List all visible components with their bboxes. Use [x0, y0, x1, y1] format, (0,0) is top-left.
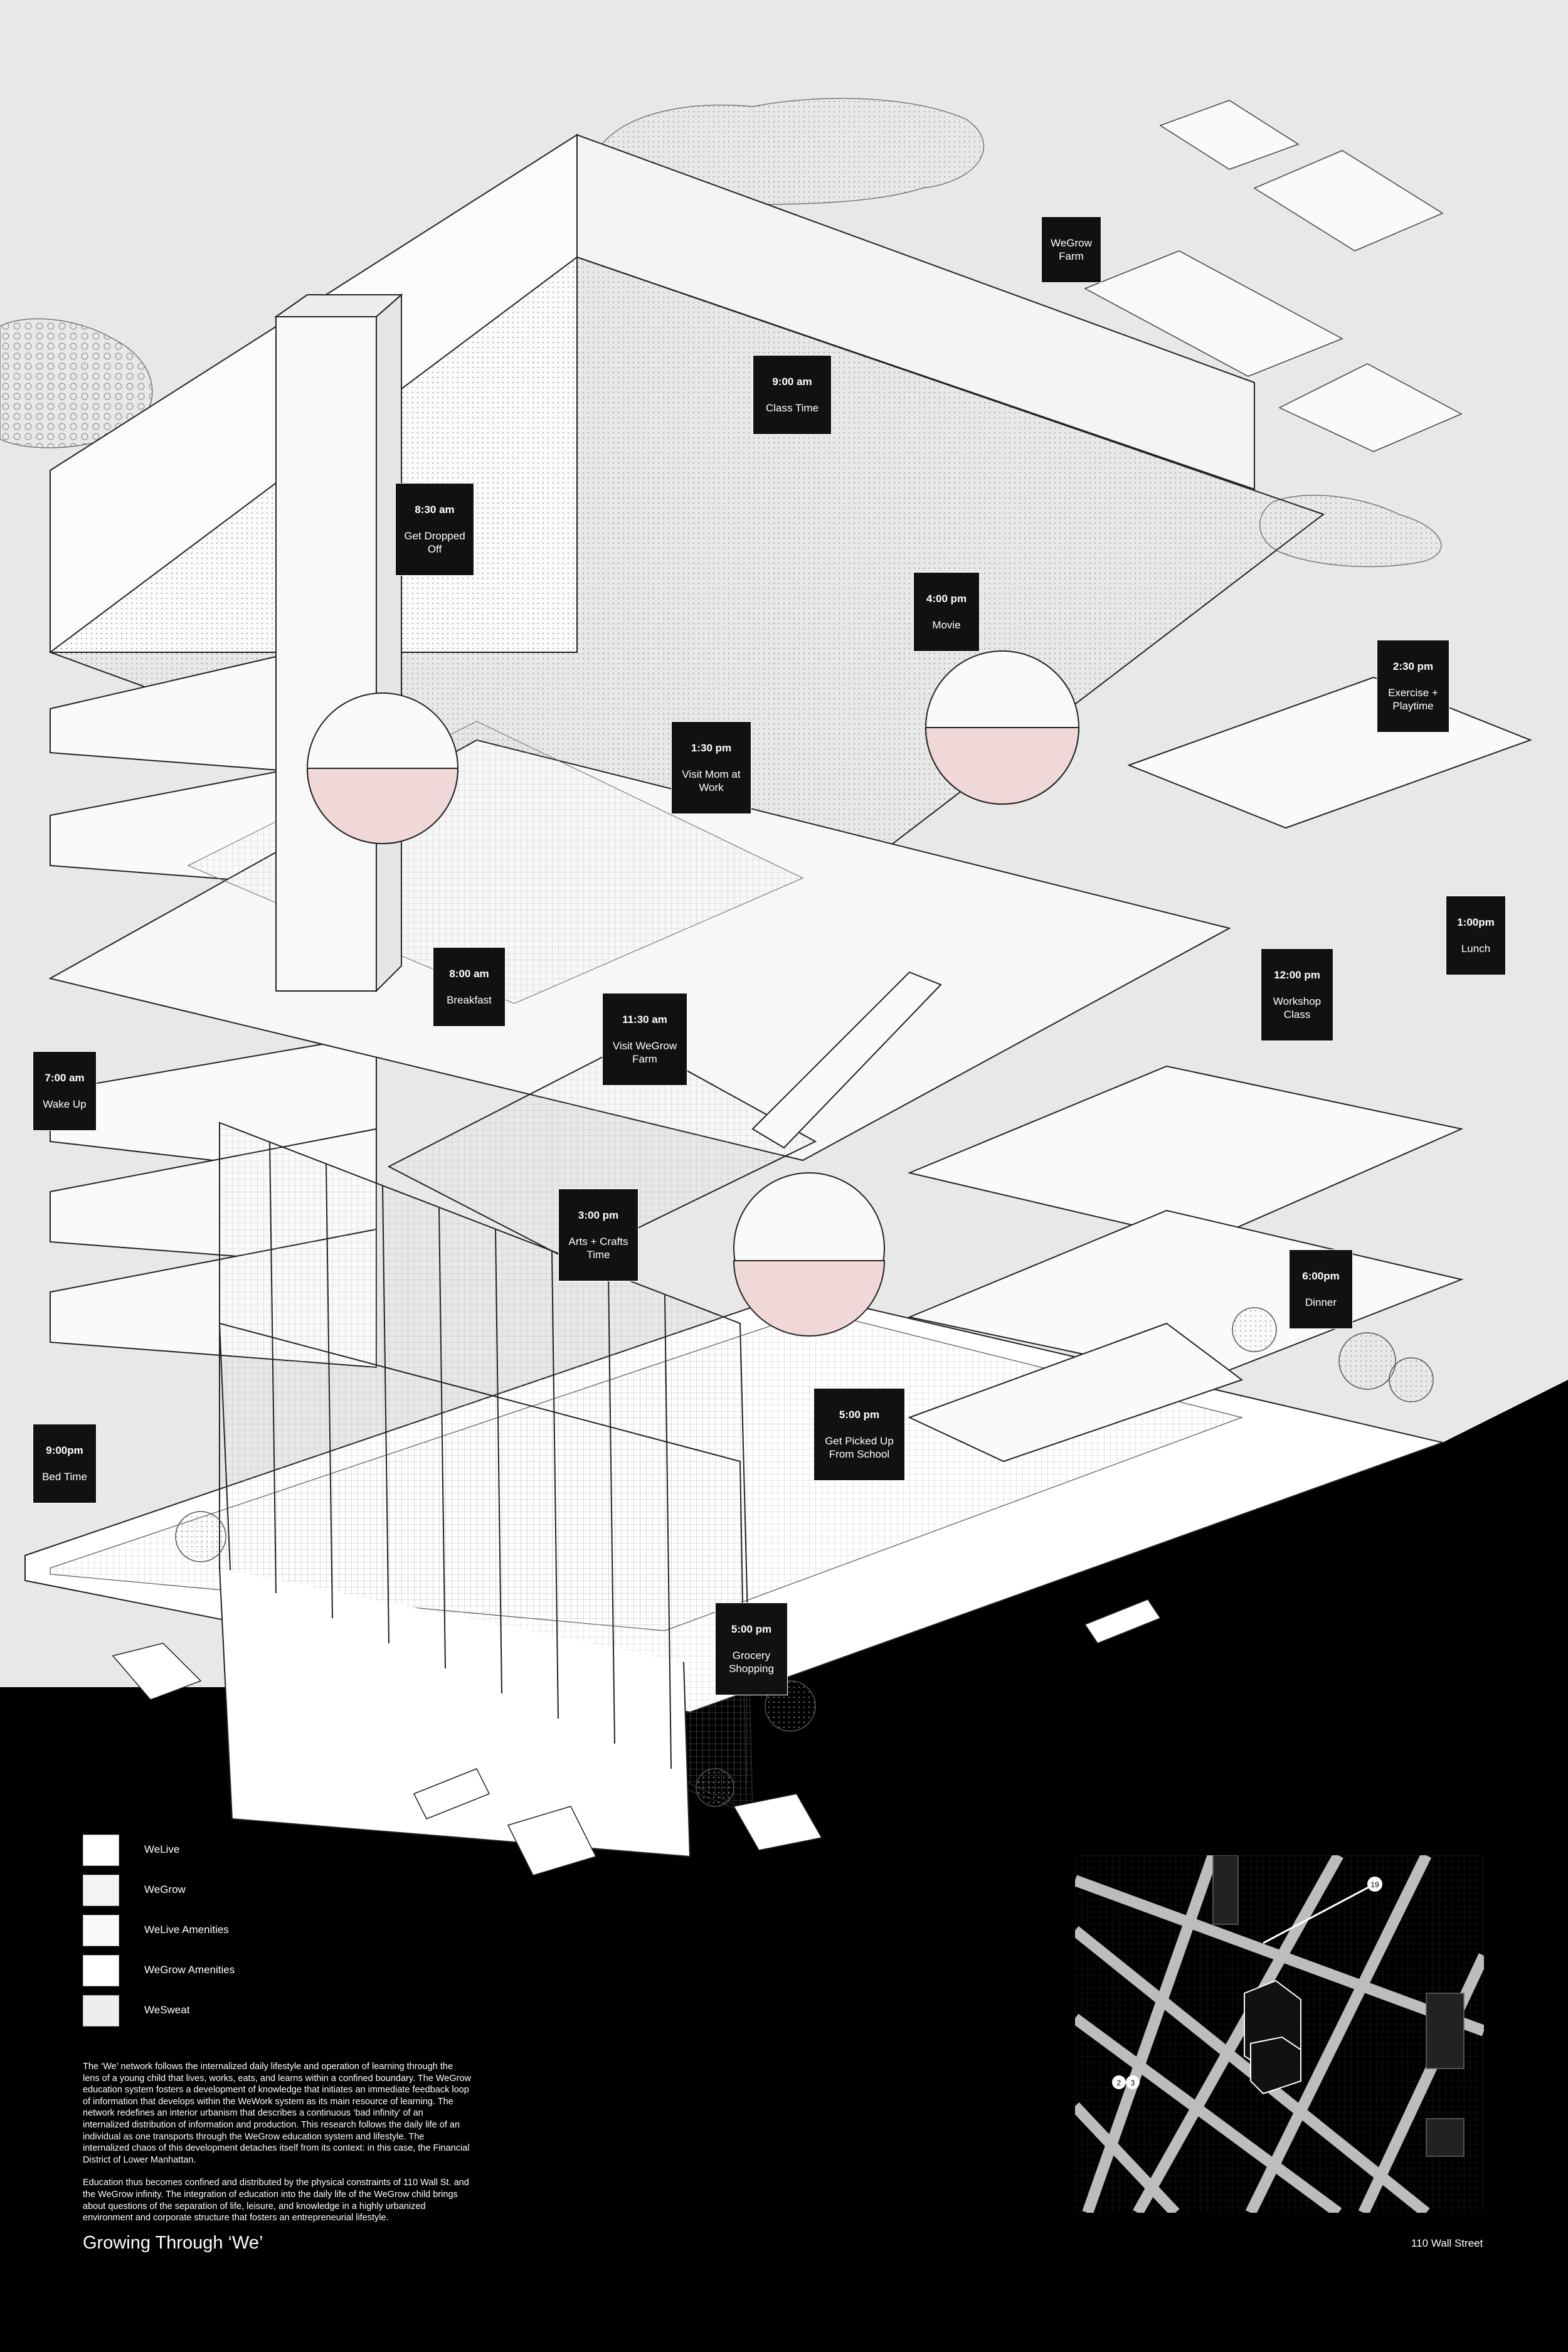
map-marker-19: 19: [1370, 1880, 1379, 1889]
tag-time: 5:00 pm: [839, 1409, 880, 1421]
tag-movie: 4:00 pm Movie: [913, 572, 980, 652]
tag-activity: Dinner: [1305, 1296, 1337, 1308]
tag-class-time: 9:00 am Class Time: [753, 355, 832, 435]
legend-swatch: [83, 1955, 119, 1986]
legend-item: WeGrow: [83, 1875, 334, 1906]
legend-swatch: [83, 1995, 119, 2026]
tag-time: 1:30 pm: [691, 742, 732, 754]
magnified-view-circles: [306, 650, 1080, 1337]
tag-activity: Workshop Class: [1273, 995, 1322, 1020]
site-address: 110 Wall Street: [1411, 2237, 1483, 2249]
tag-activity: Wake Up: [43, 1098, 87, 1110]
tag-time: 8:00 am: [449, 968, 489, 980]
legend-label: WeGrow: [144, 1883, 186, 1895]
legend-item: WeSweat: [83, 1995, 334, 2026]
tag-bed-time: 9:00pm Bed Time: [33, 1424, 97, 1503]
tag-visit-wegrow-farm: 11:30 am Visit WeGrow Farm: [602, 993, 687, 1086]
tag-visit-mom: 1:30 pm Visit Mom at Work: [671, 721, 751, 814]
cloud-left: [0, 318, 153, 448]
tag-wegrow-farm: WeGrow Farm: [1041, 216, 1101, 283]
tag-activity: Grocery Shopping: [729, 1650, 774, 1675]
tag-activity: Lunch: [1461, 943, 1491, 955]
tag-grocery-shopping: 5:00 pm Grocery Shopping: [715, 1602, 788, 1695]
legend-swatch: [83, 1915, 119, 1946]
tag-activity: Visit Mom at Work: [682, 768, 741, 793]
trees: [175, 1307, 1434, 1807]
legend-label: WeLive Amenities: [144, 1924, 229, 1936]
slide-ramp: [751, 971, 942, 1149]
arts-crafts-plate: [387, 1040, 817, 1262]
tag-time: 9:00pm: [46, 1444, 83, 1456]
tag-activity: Breakfast: [447, 994, 492, 1006]
tag-time: 8:30 am: [415, 504, 455, 516]
tag-activity: Get Dropped Off: [404, 530, 465, 555]
tag-time: 12:00 pm: [1274, 969, 1320, 981]
tag-get-dropped-off: 8:30 am Get Dropped Off: [395, 483, 474, 576]
tag-time: 2:30 pm: [1392, 660, 1434, 672]
project-description: The ‘We’ network follows the internalize…: [83, 2061, 472, 2235]
tag-time: 11:30 am: [622, 1014, 667, 1025]
tag-lunch: 1:00pm Lunch: [1446, 896, 1506, 975]
legend-label: WeGrow Amenities: [144, 1964, 235, 1976]
legend-swatch: [83, 1835, 119, 1866]
wegrow-farm-plates: [1084, 100, 1463, 452]
tag-picked-up: 5:00 pm Get Picked Up From School: [813, 1388, 905, 1481]
tag-activity: Arts + Crafts Time: [568, 1236, 628, 1261]
tag-activity: Class Time: [765, 402, 819, 414]
street-elements: [112, 1599, 1162, 1876]
tag-activity: Exercise + Playtime: [1388, 687, 1438, 712]
tag-time: 4:00 pm: [926, 593, 967, 605]
map-marker-2: 2: [1117, 2079, 1121, 2087]
tag-wake-up: 7:00 am Wake Up: [33, 1051, 97, 1131]
tag-arts-crafts: 3:00 pm Arts + Crafts Time: [558, 1189, 638, 1281]
description-paragraph: The ‘We’ network follows the internalize…: [83, 2062, 472, 2165]
description-paragraph: Education thus becomes confined and dist…: [83, 2178, 469, 2223]
project-title: Growing Through ‘We’: [83, 2233, 263, 2253]
legend-item: WeGrow Amenities: [83, 1955, 334, 1986]
site-context-map: 19 2 3: [1075, 1855, 1484, 2213]
tag-activity: Movie: [932, 619, 961, 631]
tag-exercise-playtime: 2:30 pm Exercise + Playtime: [1377, 640, 1449, 733]
tag-time: 1:00pm: [1457, 916, 1495, 928]
tag-activity: Visit WeGrow Farm: [612, 1040, 677, 1065]
tag-time: 7:00 am: [45, 1072, 85, 1084]
legend-item: WeLive: [83, 1835, 334, 1866]
tag-activity: Bed Time: [42, 1471, 87, 1483]
tag-time: 6:00pm: [1302, 1270, 1340, 1282]
tag-time: 5:00 pm: [731, 1623, 772, 1635]
tag-workshop-class: 12:00 pm Workshop Class: [1261, 948, 1333, 1041]
legend-label: WeLive: [144, 1843, 180, 1855]
tag-time: 3:00 pm: [578, 1209, 619, 1221]
elevator-core-tower: [275, 316, 377, 992]
tag-breakfast: 8:00 am Breakfast: [433, 947, 506, 1027]
legend-item: WeLive Amenities: [83, 1915, 334, 1946]
legend-swatch: [83, 1875, 119, 1906]
tag-activity: Get Picked Up From School: [825, 1435, 894, 1460]
tag-dinner: 6:00pm Dinner: [1289, 1249, 1353, 1329]
legend-label: WeSweat: [144, 2004, 190, 2016]
tag-activity: WeGrow Farm: [1051, 237, 1092, 262]
glass-facade: [218, 1121, 754, 1858]
site-map-drawing: 19 2 3: [1075, 1855, 1484, 2213]
tag-time: 9:00 am: [772, 376, 812, 388]
map-marker-3: 3: [1131, 2079, 1135, 2087]
